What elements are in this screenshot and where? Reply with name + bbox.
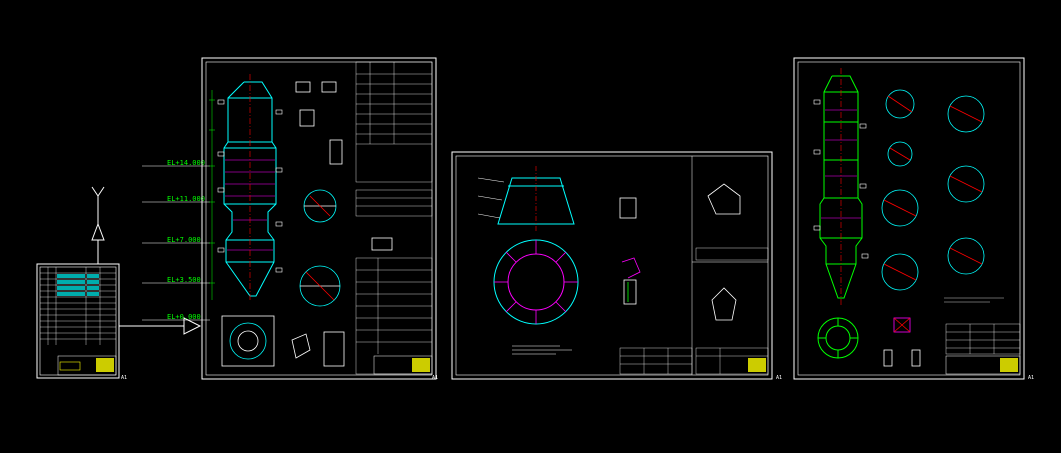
green-tower-details [883,317,921,367]
cone-title-block [748,358,766,372]
cone-section [497,166,575,232]
sheet-index[interactable]: A1 [36,263,127,381]
tower-dimension-marks [209,90,215,300]
cone-tables [619,247,769,375]
cone-section-details [619,183,741,321]
elevation-lines [142,165,210,321]
green-tower-title-block [945,355,1021,375]
arrow-right-icon [119,317,202,335]
elevation-label: EL+0.000 [167,313,201,321]
sheet-tag: A1 [432,375,438,381]
sheet-tag: A1 [121,375,127,381]
cone-leaders [477,177,505,219]
sheet-tag: A1 [776,375,782,381]
green-tower-ring [817,317,859,359]
sheet-tag: A1 [1028,375,1034,381]
cone-note-lines [512,345,572,355]
elevation-label: EL+3.500 [167,276,201,284]
green-tower-sections [881,89,985,291]
elevation-label: EL+7.000 [167,236,201,244]
tower-notes-table [355,61,433,375]
green-tower-nozzles [813,99,869,259]
tower-nozzles [217,99,283,273]
sheet-green-tower[interactable]: A1 [793,57,1034,381]
sheet-tower-elevation[interactable]: A1 [201,57,438,381]
sheet-cone-detail[interactable]: A1 [451,151,782,381]
elevation-label: EL+14.000 [167,159,205,167]
index-highlight [57,274,99,296]
tower-detail-views [221,81,393,367]
tower-title-block [373,355,433,375]
index-table [40,267,116,345]
north-arrow-icon [91,186,105,264]
ring-plan [493,239,579,325]
index-title-block [57,355,117,376]
elevation-label: EL+11.000 [167,195,205,203]
elevation-labels: EL+14.000 EL+11.000 EL+7.000 EL+3.500 EL… [167,159,205,321]
green-tower-tables [944,297,1021,355]
